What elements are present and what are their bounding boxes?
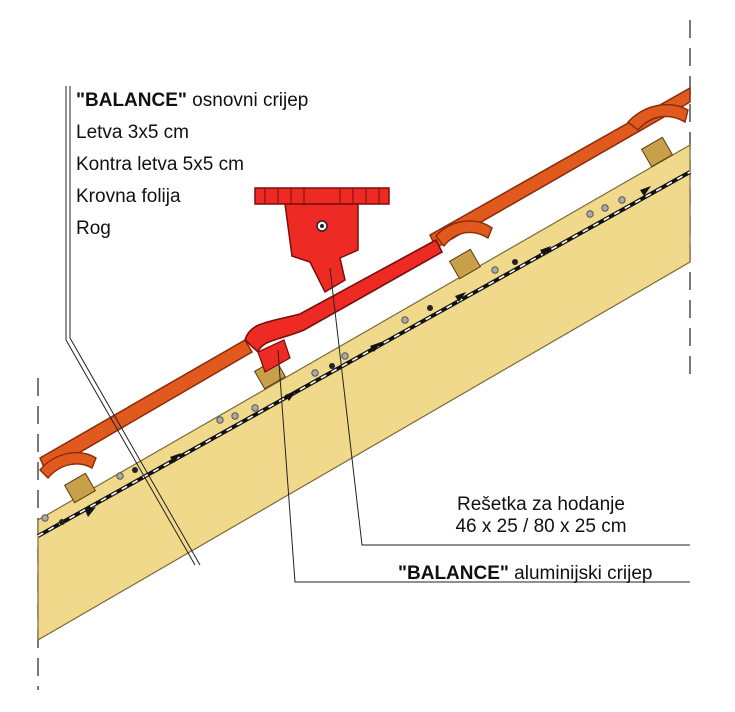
roof-tiles — [39, 86, 691, 480]
counter-batten-marks — [41, 186, 651, 525]
label-counter-batten: Kontra letva 5x5 cm — [76, 154, 244, 175]
label-basic-tile: "BALANCE" osnovni crijep — [76, 90, 309, 111]
leader-lines — [65, 86, 690, 583]
walkway-grating — [254, 187, 390, 294]
label-walkway-grating: Rešetka za hodanje 46 x 25 / 80 x 25 cm — [426, 494, 656, 538]
label-roof-membrane: Krovna folija — [76, 186, 181, 207]
label-grating-size: 46 x 25 / 80 x 25 cm — [455, 516, 627, 537]
aluminium-tile — [244, 238, 444, 373]
label-rafter: Rog — [76, 218, 111, 239]
label-batten: Letva 3x5 cm — [76, 122, 189, 143]
label-aluminium-tile: "BALANCE" aluminijski crijep — [398, 563, 653, 584]
battens — [63, 136, 674, 504]
label-grating-title: Rešetka za hodanje — [457, 494, 625, 515]
